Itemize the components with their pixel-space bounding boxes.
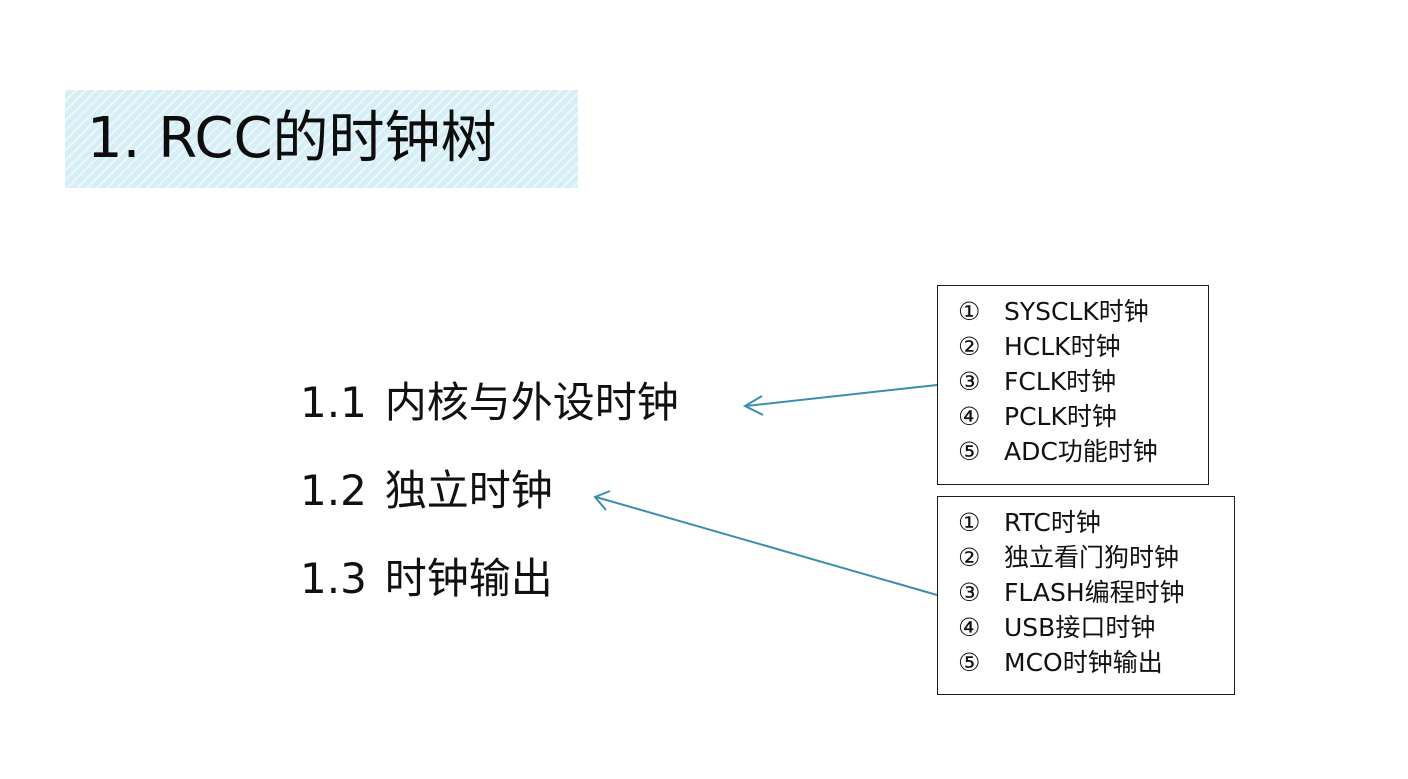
list-item: ① SYSCLK时钟 — [958, 294, 1194, 329]
section-label: 内核与外设时钟 — [384, 378, 679, 427]
list-item: ④ PCLK时钟 — [958, 399, 1194, 434]
circled-number: ② — [958, 332, 981, 361]
circled-number: ⑤ — [958, 437, 981, 466]
section-number: 1.2 — [300, 466, 367, 515]
list-item-text: 独立看门狗时钟 — [1004, 543, 1180, 572]
list-item: ③ FCLK时钟 — [958, 364, 1194, 399]
section-label: 独立时钟 — [384, 466, 553, 515]
list-item-text: USB接口时钟 — [1004, 613, 1156, 642]
section-number: 1.1 — [300, 378, 367, 427]
circled-number: ② — [958, 543, 981, 572]
list-item: ② 独立看门狗时钟 — [958, 540, 1220, 575]
list-item-text: PCLK时钟 — [1004, 402, 1117, 431]
list-item-text: FCLK时钟 — [1004, 367, 1117, 396]
list-item: ④ USB接口时钟 — [958, 610, 1220, 645]
list-item: ① RTC时钟 — [958, 505, 1220, 540]
page-title: 1. RCC的时钟树 — [87, 106, 497, 171]
circled-number: ③ — [958, 367, 981, 396]
arrow-independent-to-section — [593, 490, 938, 596]
list-item-text: ADC功能时钟 — [1004, 437, 1158, 466]
core-clock-box: ① SYSCLK时钟 ② HCLK时钟 ③ FCLK时钟 ④ PCLK时钟 ⑤ ADC功能… — [937, 285, 1209, 485]
list-item: ② HCLK时钟 — [958, 329, 1194, 364]
arrow-core-to-section — [742, 384, 938, 416]
list-item-text: HCLK时钟 — [1004, 332, 1121, 361]
circled-number: ④ — [958, 402, 981, 431]
section-label: 时钟输出 — [384, 554, 553, 603]
circled-number: ③ — [958, 578, 981, 607]
circled-number: ① — [958, 297, 981, 326]
circled-number: ⑤ — [958, 648, 981, 677]
list-item-text: SYSCLK时钟 — [1004, 297, 1149, 326]
list-item: ③ FLASH编程时钟 — [958, 575, 1220, 610]
list-item: ⑤ MCO时钟输出 — [958, 645, 1220, 680]
list-item-text: RTC时钟 — [1004, 508, 1101, 537]
list-item-text: MCO时钟输出 — [1004, 648, 1163, 677]
list-item-text: FLASH编程时钟 — [1004, 578, 1185, 607]
circled-number: ① — [958, 508, 981, 537]
circled-number: ④ — [958, 613, 981, 642]
title-banner: 1. RCC的时钟树 — [65, 90, 578, 188]
independent-clock-box: ① RTC时钟 ② 独立看门狗时钟 ③ FLASH编程时钟 ④ USB接口时钟 ⑤ MCO… — [937, 496, 1235, 695]
section-number: 1.3 — [300, 554, 367, 603]
list-item: ⑤ ADC功能时钟 — [958, 434, 1194, 469]
